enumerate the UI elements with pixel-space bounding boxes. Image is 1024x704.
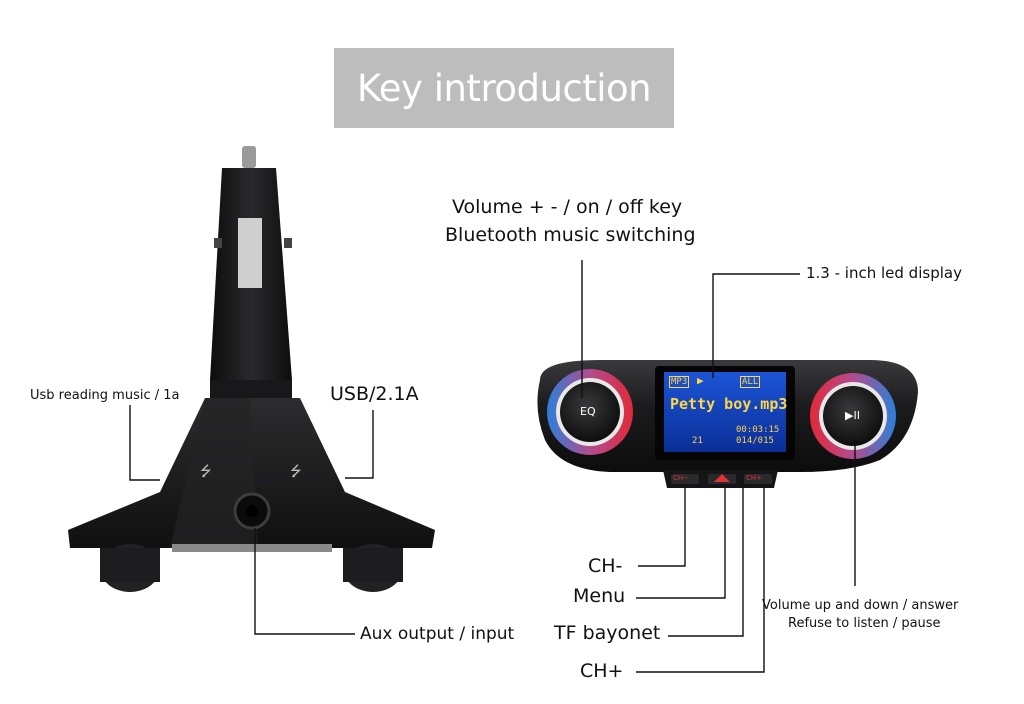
ch-minus-button-label: CH− (673, 474, 690, 482)
label-volume-answer: Volume up and down / answer (762, 598, 959, 613)
charger-tip (242, 146, 256, 168)
usb-icon-left: ⭍ (200, 464, 212, 480)
label-ch-plus: CH+ (580, 660, 624, 682)
play-indicator-icon: ▶ (697, 374, 704, 387)
ch-plus-button (744, 474, 772, 484)
volume-knob (560, 382, 620, 442)
ch-plus-button-label: CH+ (746, 474, 763, 482)
label-ch-minus: CH- (588, 555, 623, 577)
transmitter-callouts (581, 260, 856, 673)
screen-repeat-badge: ALL (740, 376, 761, 388)
play-pause-icon: ▶II (845, 409, 860, 422)
callout-usb-port (345, 410, 374, 479)
label-tf-bayonet: TF bayonet (554, 622, 661, 644)
callout-menu (636, 484, 726, 599)
callout-usb-reading (129, 405, 160, 481)
screen-time: 00:03:15 (736, 425, 780, 435)
label-aux: Aux output / input (360, 624, 515, 644)
screen-track-number: 21 (692, 436, 703, 446)
usb-icon-right: ⭍ (290, 464, 302, 480)
page-title: Key introduction (356, 66, 652, 110)
car-charger: ⭍ ⭍ (68, 146, 435, 592)
screen-mode-badge: MP3 (669, 376, 690, 388)
charger-callouts (129, 405, 374, 635)
menu-icon (714, 474, 730, 482)
led-screen (664, 372, 786, 452)
label-usb-port: USB/2.1A (330, 383, 419, 405)
fm-transmitter (537, 360, 918, 488)
label-led-display: 1.3 - inch led display (806, 264, 962, 282)
label-refuse-pause: Refuse to listen / pause (788, 616, 941, 631)
callout-aux (254, 528, 355, 635)
label-usb-reading: Usb reading music / 1a (30, 388, 180, 403)
title-banner: Key introduction (334, 48, 674, 128)
ch-minus-button (671, 474, 699, 484)
label-volume-key: Volume + - / on / off key (452, 196, 683, 218)
charger-spring-clip (238, 218, 262, 288)
label-menu: Menu (573, 585, 626, 607)
callout-ch-minus (638, 484, 686, 567)
callout-tf-bayonet (668, 484, 744, 637)
play-knob (823, 386, 883, 446)
eq-label: EQ (580, 405, 596, 418)
label-bluetooth-switching: Bluetooth music switching (445, 224, 696, 246)
screen-track-count: 014/015 (736, 436, 774, 446)
screen-song-title: Petty boy.mp3 (670, 395, 788, 413)
callout-ch-plus (636, 484, 765, 673)
callout-led-display (712, 273, 800, 378)
